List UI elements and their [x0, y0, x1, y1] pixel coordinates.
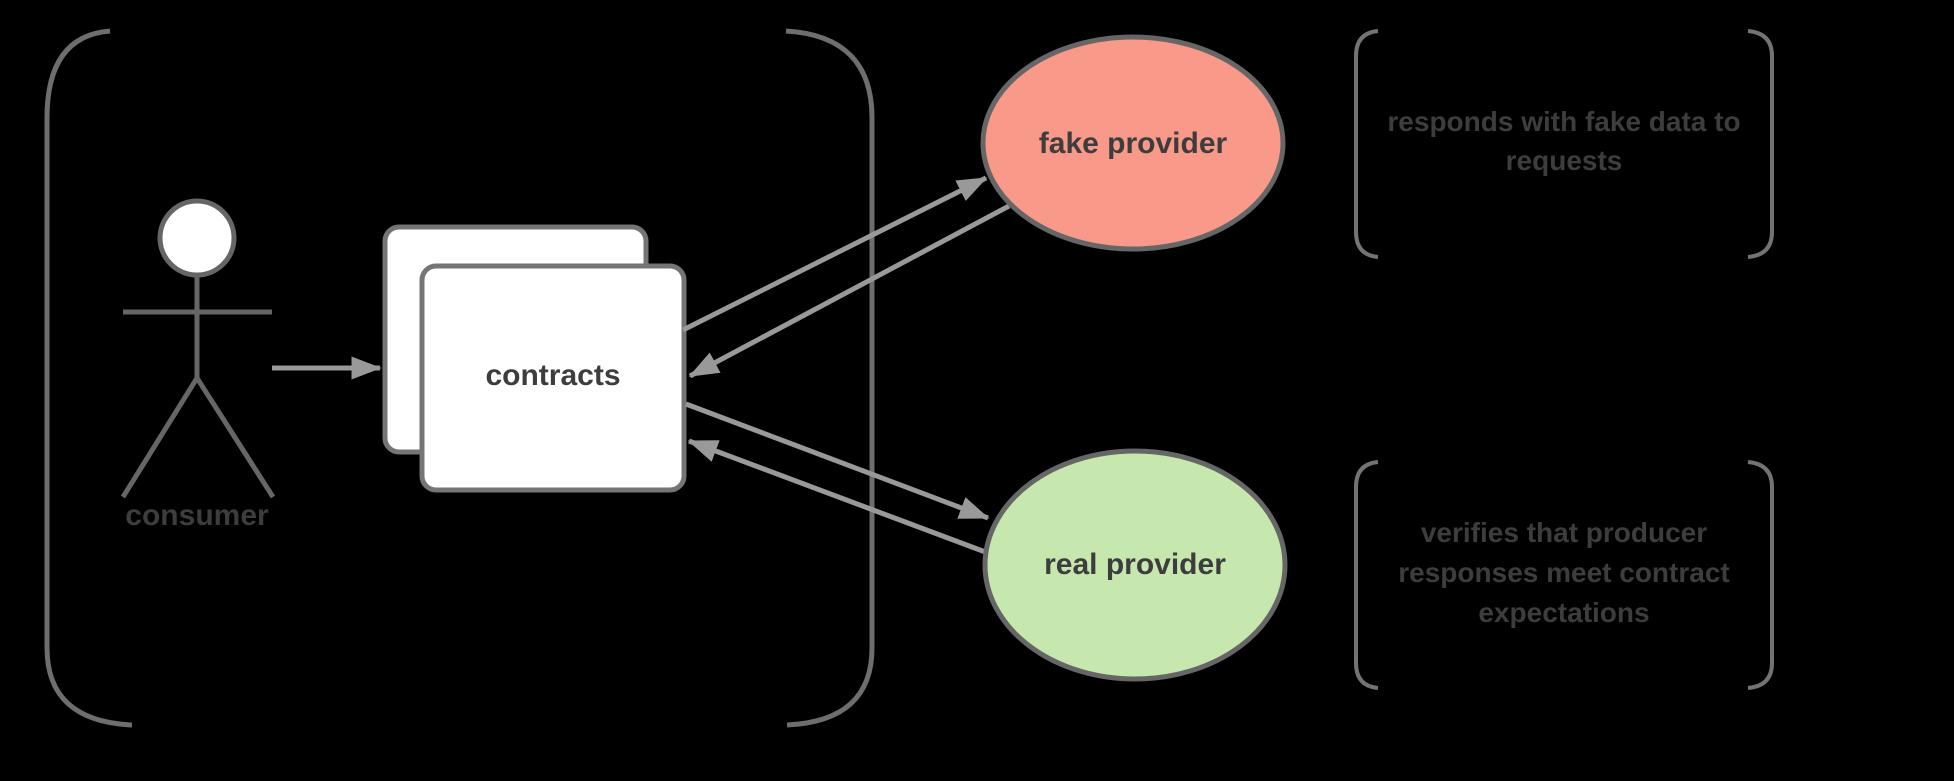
actor-head — [157, 198, 237, 278]
contracts-card-front — [419, 263, 687, 493]
arrow-contracts-to-real-provider — [685, 401, 990, 521]
consumer-actor-icon — [120, 198, 276, 499]
consumer-group-bracket-right — [785, 28, 875, 728]
contracts-label: contracts — [485, 359, 620, 392]
fake-provider-ellipse — [980, 34, 1286, 252]
actor-leg-left — [120, 376, 200, 499]
real-annotation-line-2: responses meet contract — [1398, 557, 1729, 588]
fake-provider-label: fake provider — [1039, 127, 1228, 160]
arrow-contracts-to-fake-provider — [681, 175, 988, 333]
real-annotation-line-1: verifies that producer — [1421, 517, 1707, 548]
fake-annotation-line-1: responds with fake data to — [1387, 106, 1740, 137]
real-annotation-line-3: expectations — [1478, 597, 1649, 628]
real-provider-ellipse — [982, 448, 1288, 682]
fake-annotation-bracket-right — [1747, 29, 1774, 259]
fake-annotation-bracket-left — [1354, 29, 1379, 259]
real-annotation-bracket-left — [1354, 460, 1379, 690]
arrow-real-provider-to-contracts — [687, 438, 989, 556]
fake-annotation-line-2: requests — [1506, 145, 1623, 176]
fake-provider-node: fake provider — [980, 34, 1286, 252]
real-provider-label: real provider — [1044, 548, 1226, 581]
actor-leg-right — [194, 376, 276, 499]
arrow-fake-provider-to-contracts — [688, 203, 1011, 379]
real-provider-node: real provider — [982, 448, 1288, 682]
real-annotation-bracket-right — [1747, 460, 1774, 690]
consumer-label: consumer — [125, 499, 269, 532]
contracts-stack: contracts — [382, 224, 687, 493]
real-provider-annotation: verifies that producer responses meet co… — [1354, 460, 1774, 690]
consumer-group-brackets — [44, 28, 875, 728]
fake-provider-annotation: responds with fake data to requests — [1354, 29, 1774, 259]
consumer-group-bracket-left — [44, 28, 133, 728]
